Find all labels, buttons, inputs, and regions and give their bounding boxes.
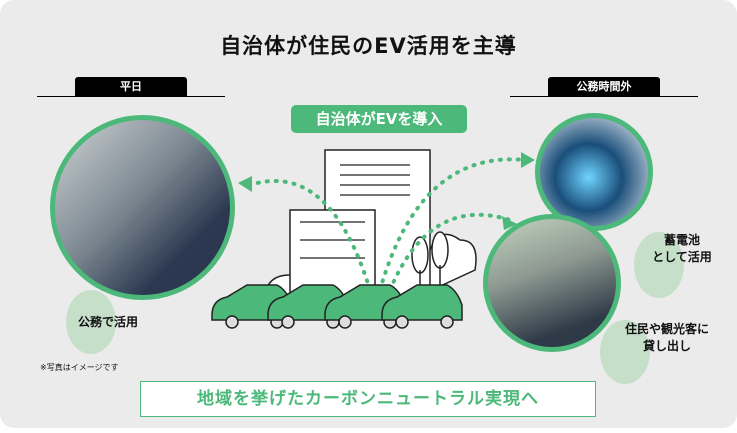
arrow-heads	[238, 152, 535, 230]
bottom-banner: 地域を挙げたカーボンニュートラル実現へ	[140, 381, 596, 417]
label-lending: 住民や観光客に貸し出し	[612, 321, 722, 355]
label-lending-line1: 住民や観光客に	[624, 322, 709, 336]
tab-off-hours: 公務時間外	[548, 77, 660, 96]
label-storage-line1: 蓄電池	[663, 233, 700, 247]
label-official-use: 公務で活用	[78, 315, 139, 329]
photo-driver	[50, 115, 235, 300]
page-title: 自治体が住民のEV活用を主導	[220, 34, 517, 58]
tab-weekday: 平日	[75, 77, 187, 96]
photo-ev-charger	[535, 113, 653, 231]
divider-right	[510, 96, 698, 97]
divider-left	[37, 96, 225, 97]
label-blob-right-bottom	[600, 320, 650, 384]
photo-note: ※写真はイメージです	[40, 363, 119, 372]
photo-family-in-car	[483, 214, 621, 352]
label-lending-line2: 貸し出し	[642, 339, 691, 353]
flow-arrows	[248, 157, 527, 292]
ev-cars	[211, 284, 463, 329]
center-badge: 自治体がEVを導入	[291, 105, 467, 133]
label-blob-right-top	[634, 232, 684, 298]
label-storage-line2: として活用	[652, 250, 712, 264]
label-storage: 蓄電池として活用	[642, 232, 722, 266]
label-blob-left	[66, 290, 116, 354]
building-illustration	[264, 149, 477, 302]
